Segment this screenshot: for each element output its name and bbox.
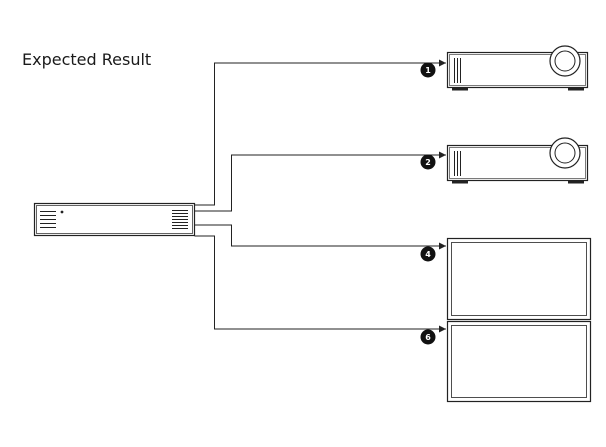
vent-right-icon [172,210,188,229]
projector-vent-icon [454,151,461,176]
projector-lens-icon [549,45,581,77]
projector-vent-icon [454,58,461,83]
badge-output-2: 2 [420,154,436,170]
badge-label: 6 [425,333,431,342]
connection-line-output-4 [194,224,446,250]
badge-label: 4 [425,250,431,259]
display-4 [446,237,592,321]
badge-output-4: 4 [420,246,436,262]
projector-lens-icon [549,137,581,169]
connection-line-output-2 [194,151,446,212]
badge-output-6: 6 [420,329,436,345]
power-led-icon [60,210,64,214]
connection-line-output-6 [194,235,446,333]
diagram-title: Expected Result [22,50,152,69]
badge-label: 2 [425,158,431,167]
vent-left-icon [40,211,56,228]
source-device [33,202,196,237]
badge-label: 1 [425,66,431,75]
projector-foot-left [452,87,468,91]
connection-line-output-1 [194,59,446,206]
projector-foot-right [568,87,584,91]
display-6 [446,320,592,403]
badge-output-1: 1 [420,62,436,78]
projector-1 [446,45,589,91]
projector-foot-left [452,180,468,184]
projector-foot-right [568,180,584,184]
connection-lines [194,59,446,333]
projector-2 [446,137,589,184]
